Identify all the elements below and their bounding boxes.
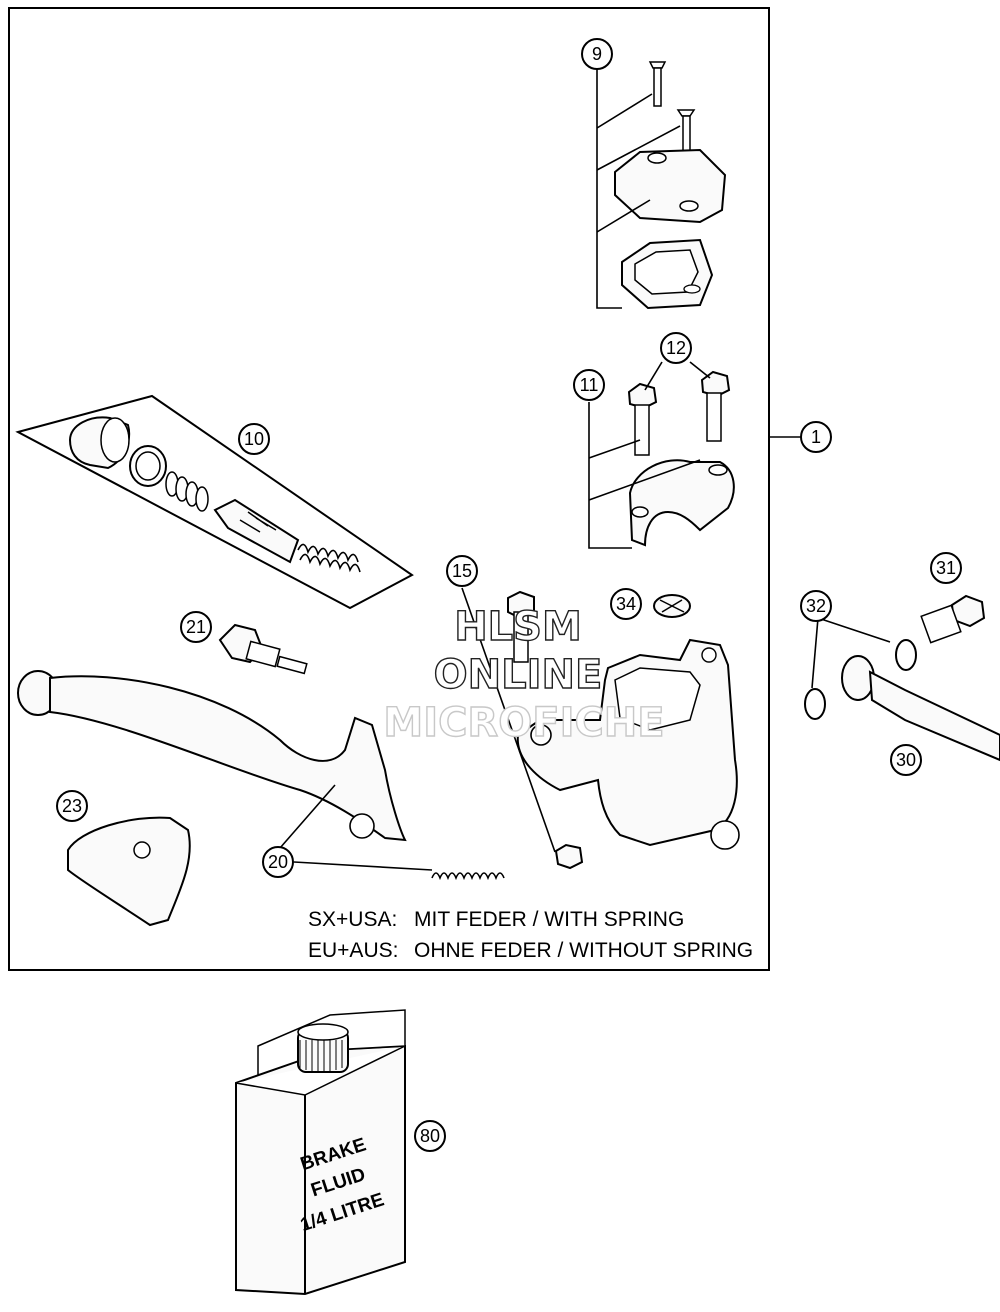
note-line-2-text: OHNE FEDER / WITHOUT SPRING [414, 939, 753, 962]
callout-9[interactable]: 9 [581, 38, 613, 70]
svg-text:23: 23 [62, 796, 82, 816]
watermark-line-1: HLSM [454, 604, 582, 650]
svg-text:30: 30 [896, 750, 916, 770]
callout-20[interactable]: 20 [262, 846, 294, 878]
note-line-1-prefix: SX+USA: [308, 908, 397, 931]
callout-11[interactable]: 11 [573, 369, 605, 401]
callout-23[interactable]: 23 [56, 790, 88, 822]
note-line-2-prefix: EU+AUS: [308, 939, 398, 962]
callout-34[interactable]: 34 [610, 588, 642, 620]
piston-kit-group [15, 394, 414, 610]
svg-text:15: 15 [452, 561, 472, 581]
lever-guard [67, 816, 191, 927]
callout-10[interactable]: 10 [238, 423, 270, 455]
assembly-frame [8, 7, 770, 971]
callout-32[interactable]: 32 [800, 590, 832, 622]
reservoir-cover-group [596, 61, 727, 310]
svg-text:9: 9 [592, 44, 602, 64]
callout-12[interactable]: 12 [660, 332, 692, 364]
svg-text:12: 12 [666, 338, 686, 358]
note-line-1-text: MIT FEDER / WITH SPRING [414, 908, 684, 931]
callout-80[interactable]: 80 [414, 1120, 446, 1152]
svg-text:10: 10 [244, 429, 264, 449]
svg-text:20: 20 [268, 852, 288, 872]
handlebar-clamp-group [588, 361, 735, 549]
brake-fluid-can: BRAKE FLUID 1/4 LITRE [235, 1009, 406, 1296]
brake-line-group [804, 594, 1000, 762]
pivot-bolt [461, 587, 584, 870]
callout-31[interactable]: 31 [930, 552, 962, 584]
svg-text:11: 11 [580, 375, 599, 395]
adjuster-screw [218, 623, 308, 675]
watermark-line-2: ONLINE [434, 652, 603, 698]
bleed-cap [653, 594, 691, 618]
brake-lever [17, 670, 407, 842]
callout-15[interactable]: 15 [446, 555, 478, 587]
svg-text:1: 1 [811, 427, 821, 447]
watermark-line-3: MICROFICHE [383, 700, 664, 746]
master-cylinder-body [516, 638, 740, 850]
callout-30[interactable]: 30 [890, 744, 922, 776]
callout-21[interactable]: 21 [180, 611, 212, 643]
svg-text:34: 34 [616, 594, 636, 614]
return-spring [431, 872, 505, 881]
svg-text:31: 31 [936, 558, 956, 578]
callout-1[interactable]: 1 [800, 421, 832, 453]
svg-text:80: 80 [420, 1126, 440, 1146]
svg-text:21: 21 [186, 617, 206, 637]
svg-text:32: 32 [806, 596, 826, 616]
